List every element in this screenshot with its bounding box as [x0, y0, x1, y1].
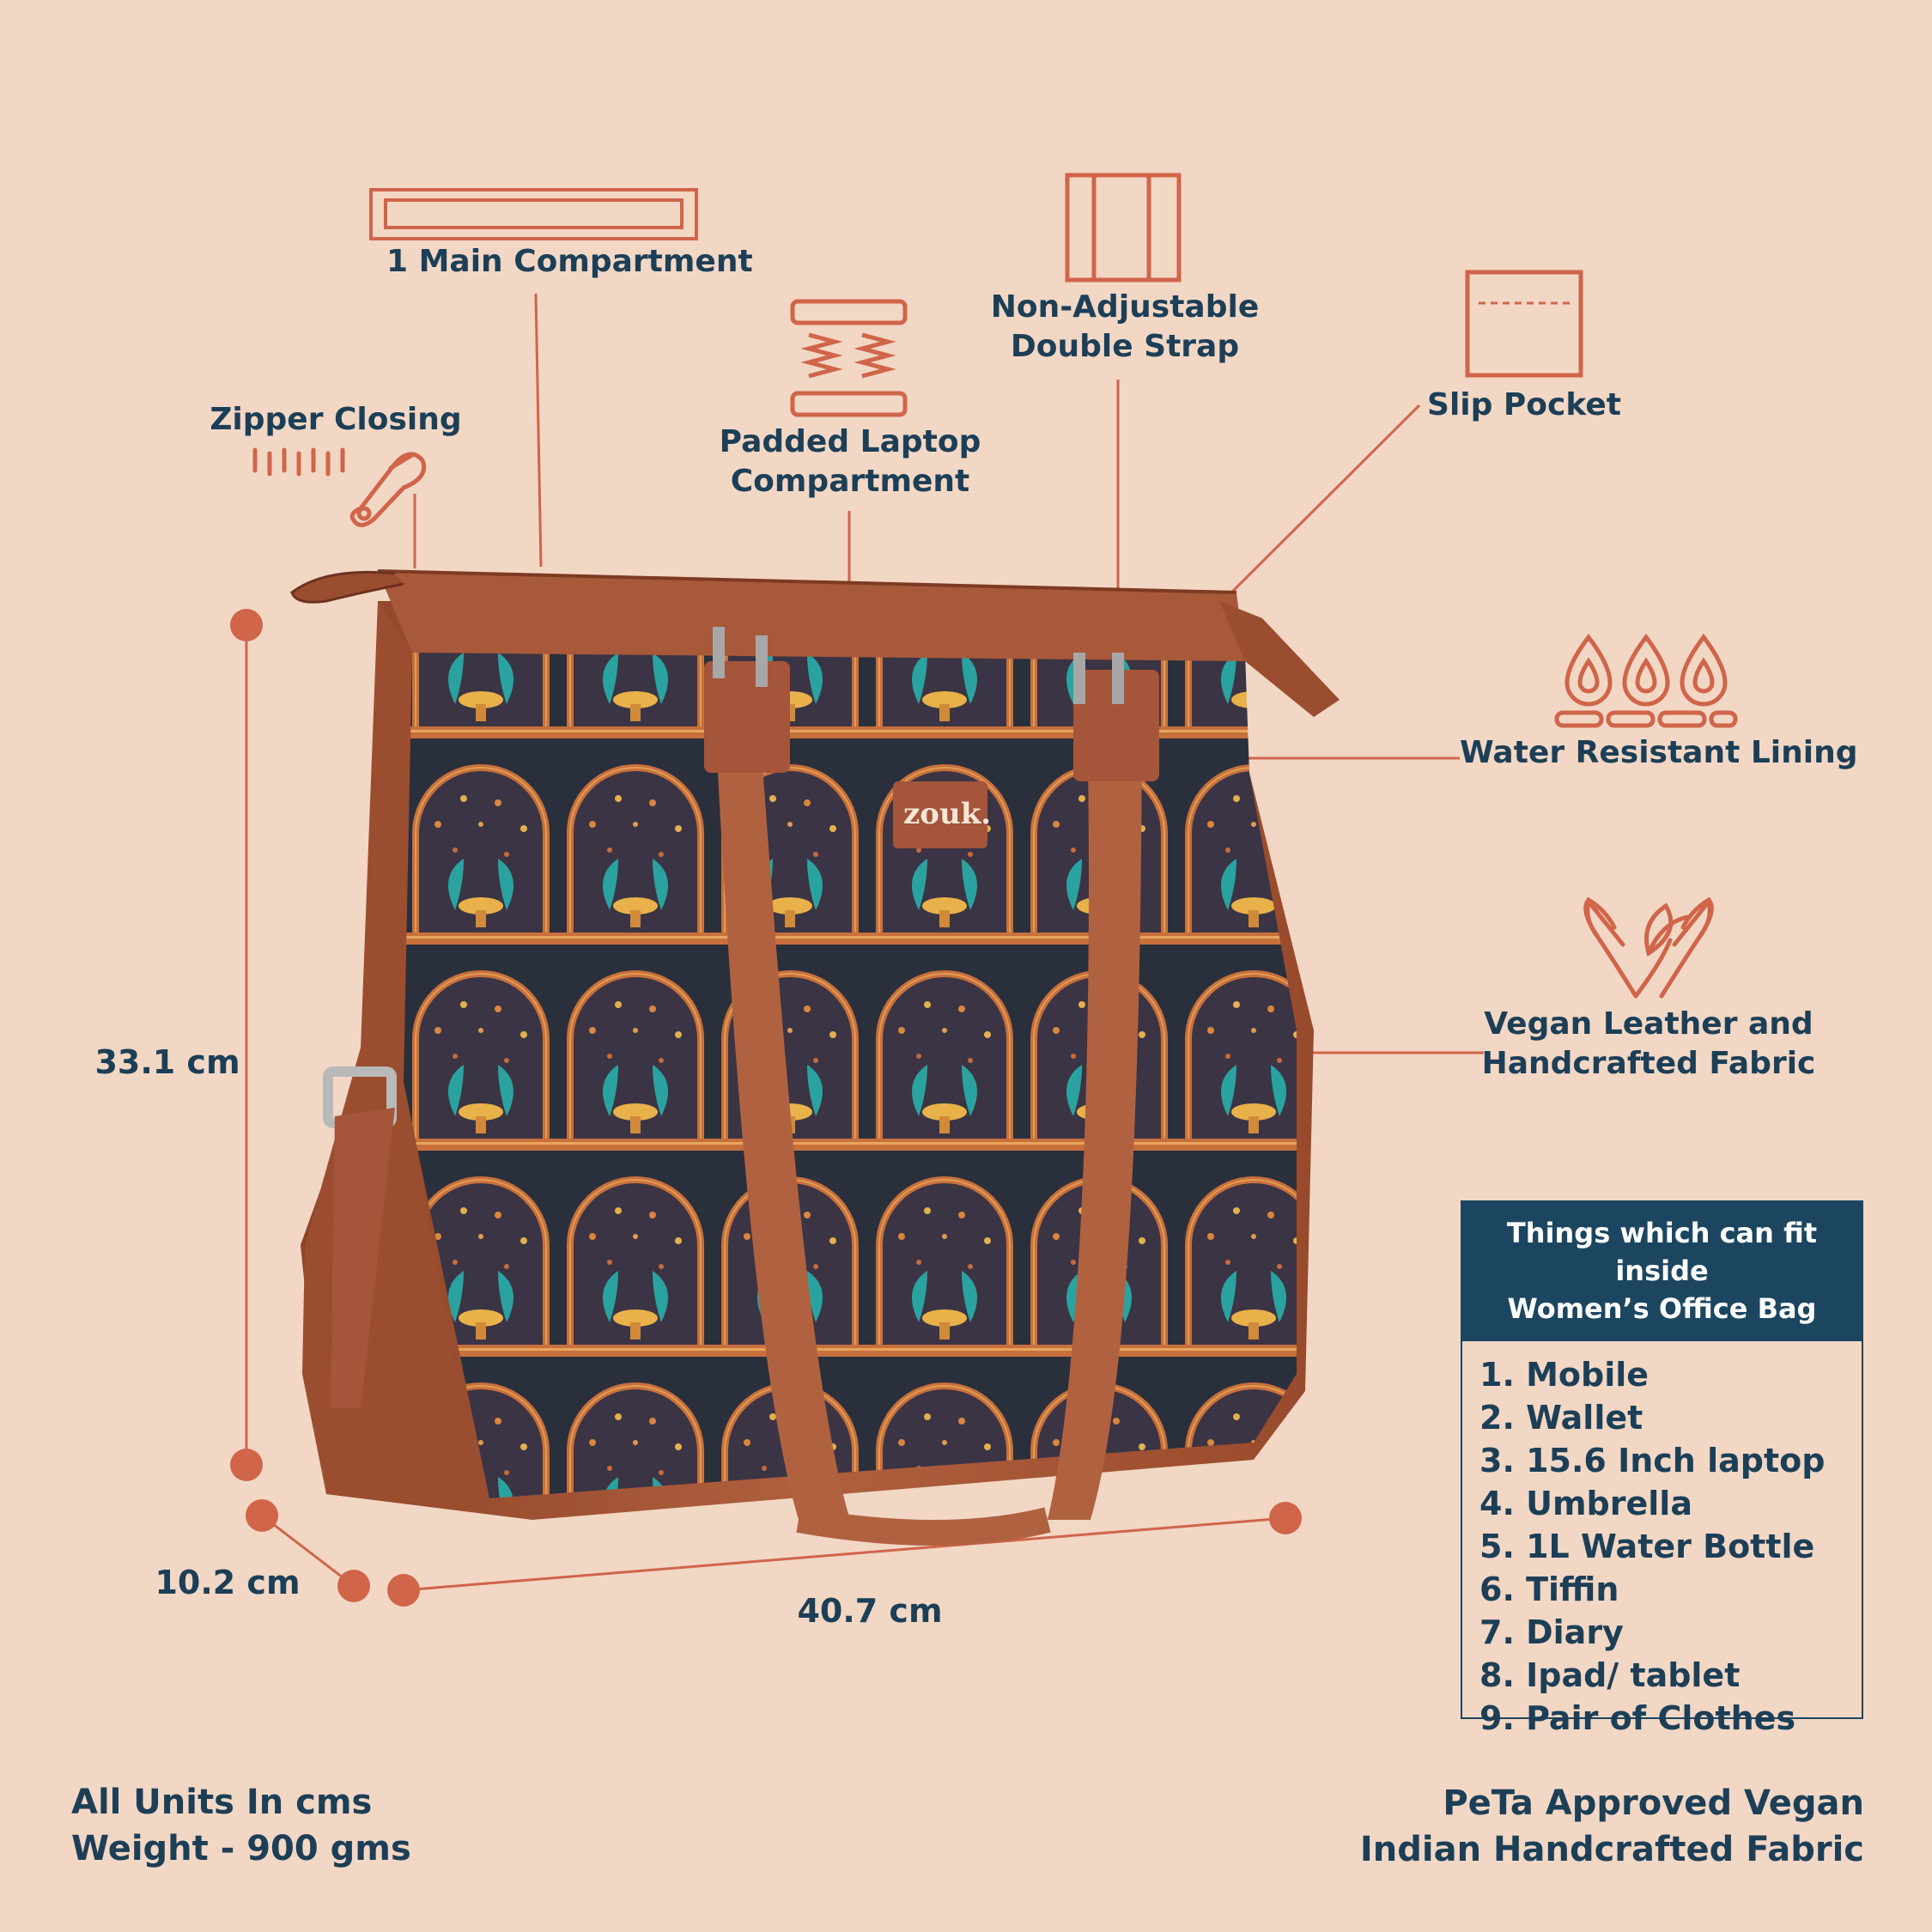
compartment-icon — [369, 188, 698, 240]
main-compartment-label: 1 Main Compartment — [386, 244, 753, 279]
list-item: 4. Umbrella — [1479, 1485, 1692, 1522]
weight-note: Weight - 900 gms — [71, 1829, 411, 1868]
brand-logo-patch — [893, 781, 987, 848]
padded-laptop-line-1: Padded Laptop — [719, 424, 981, 459]
list-item: 9. Pair of Clothes — [1479, 1699, 1796, 1737]
double-strap-icon — [1065, 173, 1182, 283]
slip-pocket-label: Slip Pocket — [1427, 387, 1621, 422]
bag — [290, 569, 1340, 1546]
fabric-note: Indian Handcrafted Fabric — [1359, 1830, 1864, 1869]
padded-laptop-icon — [790, 299, 908, 417]
list-item: 3. 15.6 Inch laptop — [1479, 1442, 1826, 1479]
peta-note: PeTa Approved Vegan — [1443, 1783, 1864, 1823]
padded-laptop-line-2: Compartment — [730, 464, 970, 499]
width-dimension: 40.7 cm — [797, 1592, 943, 1630]
vegan-label: Vegan Leather and Handcrafted Fabric — [1477, 1005, 1820, 1084]
fit-inside-list: 1. Mobile 2. Wallet 3. 15.6 Inch laptop … — [1462, 1341, 1862, 1740]
water-drops-icon — [1554, 633, 1738, 728]
fit-inside-title: Things which can fit inside Women’s Offi… — [1462, 1202, 1862, 1341]
list-item: 2. Wallet — [1479, 1399, 1643, 1437]
strap-line-1: Non-Adjustable — [990, 289, 1260, 325]
hands-leaf-icon — [1583, 896, 1714, 999]
vegan-line-1: Vegan Leather and — [1484, 1006, 1814, 1042]
depth-dimension: 10.2 cm — [155, 1564, 301, 1601]
footer-left: All Units In cms Weight - 900 gms — [71, 1779, 411, 1872]
water-resistant-label: Water Resistant Lining — [1460, 735, 1858, 770]
brand-logo: zouk. — [903, 797, 992, 831]
slip-pocket-icon — [1465, 270, 1583, 378]
fit-title-line-1: Things which can fit inside — [1506, 1217, 1818, 1287]
strap-label: Non-Adjustable Double Strap — [979, 288, 1271, 367]
list-item: 1. Mobile — [1479, 1356, 1649, 1394]
list-item: 6. Tiffin — [1479, 1571, 1619, 1608]
list-item: 8. Ipad/ tablet — [1479, 1656, 1741, 1694]
fit-inside-box: Things which can fit inside Women’s Offi… — [1461, 1200, 1863, 1737]
zipper-icon — [252, 447, 427, 527]
fit-title-line-2: Women’s Office Bag — [1507, 1292, 1817, 1325]
vegan-line-2: Handcrafted Fabric — [1481, 1046, 1816, 1081]
list-item: 5. 1L Water Bottle — [1479, 1528, 1815, 1565]
height-dimension: 33.1 cm — [94, 1043, 240, 1081]
padded-laptop-label: Padded Laptop Compartment — [704, 422, 996, 501]
units-note: All Units In cms — [71, 1783, 373, 1822]
strap-line-2: Double Strap — [1010, 329, 1240, 364]
dimension-markers — [230, 609, 1302, 1607]
zipper-label: Zipper Closing — [210, 402, 462, 437]
list-item: 7. Diary — [1479, 1613, 1624, 1651]
footer-right: PeTa Approved Vegan Indian Handcrafted F… — [1360, 1780, 1864, 1873]
